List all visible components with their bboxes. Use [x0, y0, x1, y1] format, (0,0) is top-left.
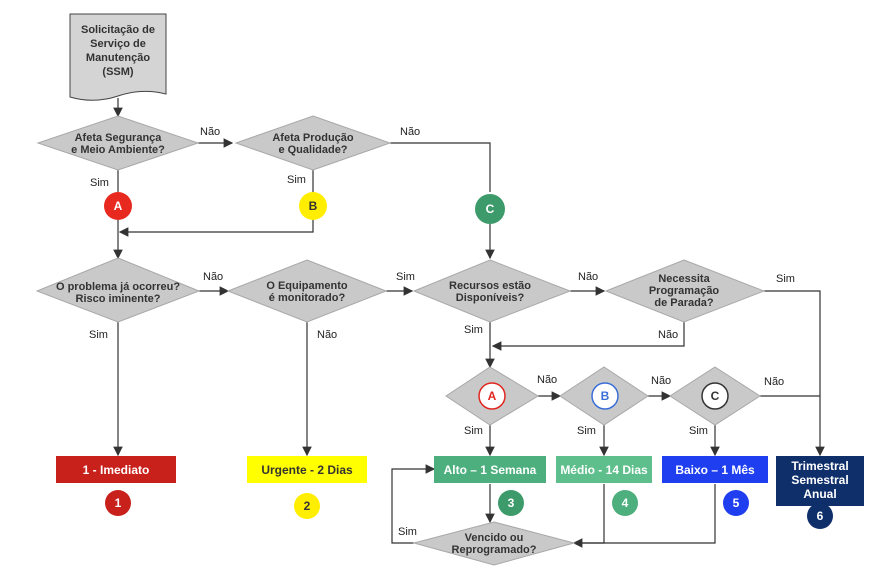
- sub-decision-b-label: B: [601, 389, 610, 403]
- priority-baixo-label: Baixo – 1 Mês: [675, 463, 755, 477]
- priority-urgente-number: 2: [304, 499, 311, 513]
- priority-alto-number: 3: [508, 496, 515, 510]
- priority-trimestral-number: 6: [817, 509, 824, 523]
- decision-equipment-line-2: é monitorado?: [269, 292, 346, 304]
- document-line-3: Manutenção: [86, 52, 150, 64]
- edge-label-yes-8: Sim: [577, 425, 596, 437]
- decision-shutdown: Necessita Programação de Parada?: [604, 259, 766, 323]
- priority-medio: Médio - 14 Dias 4: [556, 456, 652, 516]
- decision-shutdown-line-3: de Parada?: [654, 297, 714, 309]
- connectors: [113, 98, 825, 548]
- edge-label-no-4: Não: [578, 271, 598, 283]
- priority-alto-label: Alto – 1 Semana: [444, 463, 537, 477]
- decision-safety-line-1: Afeta Segurança: [75, 132, 163, 144]
- decision-resources-line-2: Disponíveis?: [456, 292, 525, 304]
- priority-medio-label: Médio - 14 Dias: [560, 463, 648, 477]
- decision-production-line-2: e Qualidade?: [278, 144, 347, 156]
- decision-overdue-line-2: Reprogramado?: [452, 544, 537, 556]
- priority-imediato: 1 - Imediato 1: [56, 456, 176, 516]
- decision-resources-line-1: Recursos estão: [449, 280, 531, 292]
- decision-problem-line-1: O problema já ocorreu?: [56, 281, 180, 293]
- priority-alto: Alto – 1 Semana 3: [434, 456, 546, 516]
- circle-b-label: B: [309, 199, 318, 213]
- edge-label-yes-5: Sim: [89, 329, 108, 341]
- decision-problem-line-2: Risco iminente?: [76, 293, 161, 305]
- sub-decision-a-label: A: [488, 389, 497, 403]
- priority-medio-number: 4: [622, 496, 629, 510]
- edge-label-yes-9: Sim: [689, 425, 708, 437]
- circle-c: C: [475, 194, 505, 224]
- circle-b: B: [299, 192, 327, 220]
- edge-label-no-3: Não: [203, 271, 223, 283]
- priority-imediato-number: 1: [115, 496, 122, 510]
- sub-decision-c: C: [669, 366, 761, 426]
- decision-overdue-line-1: Vencido ou: [465, 532, 524, 544]
- decision-overdue: Vencido ou Reprogramado?: [412, 521, 576, 566]
- priority-baixo: Baixo – 1 Mês 5: [662, 456, 768, 516]
- sub-decision-a: A: [445, 366, 539, 426]
- priority-urgente: Urgente - 2 Dias 2: [247, 456, 367, 519]
- decision-safety-line-2: e Meio Ambiente?: [71, 144, 165, 156]
- edge-label-no-2: Não: [400, 126, 420, 138]
- edge-label-yes-2: Sim: [287, 174, 306, 186]
- edge-label-yes-loop: Sim: [398, 526, 417, 538]
- sub-decision-c-label: C: [711, 389, 720, 403]
- decision-safety: Afeta Segurança e Meio Ambiente?: [36, 115, 200, 171]
- edge-label-no-5: Não: [658, 329, 678, 341]
- edge-label-no-8: Não: [651, 375, 671, 387]
- decision-production: Afeta Produção e Qualidade?: [234, 115, 392, 171]
- edge-labels: Não Não Sim Sim Não Sim Não Sim Não Sim …: [89, 126, 795, 538]
- edge-label-no-1: Não: [200, 126, 220, 138]
- decision-shutdown-line-1: Necessita: [658, 273, 710, 285]
- circle-a-label: A: [114, 199, 123, 213]
- circle-a: A: [104, 192, 132, 220]
- decision-equipment-monitored: O Equipamento é monitorado?: [226, 259, 388, 323]
- priority-trimestral-line-2: Semestral: [791, 473, 848, 487]
- document-line-1: Solicitação de: [81, 24, 155, 36]
- priority-trimestral-line-1: Trimestral: [791, 459, 848, 473]
- sub-decision-b: B: [559, 366, 649, 426]
- priority-urgente-label: Urgente - 2 Dias: [261, 463, 353, 477]
- decision-resources: Recursos estão Disponíveis?: [412, 259, 572, 323]
- priority-imediato-label: 1 - Imediato: [83, 463, 150, 477]
- edge-label-no-9: Não: [764, 376, 784, 388]
- document-ssm: Solicitação de Serviço de Manutenção (SS…: [69, 13, 167, 101]
- edge-label-yes-3: Sim: [396, 271, 415, 283]
- document-line-2: Serviço de: [90, 38, 146, 50]
- edge-label-no-7: Não: [537, 374, 557, 386]
- edge-label-yes-4: Sim: [776, 273, 795, 285]
- edge-label-yes-7: Sim: [464, 425, 483, 437]
- document-line-4: (SSM): [102, 66, 134, 78]
- decision-shutdown-line-2: Programação: [649, 285, 720, 297]
- edge-label-no-6: Não: [317, 329, 337, 341]
- priority-trimestral: Trimestral Semestral Anual 6: [776, 456, 864, 529]
- priority-baixo-number: 5: [733, 496, 740, 510]
- priority-trimestral-line-3: Anual: [803, 487, 836, 501]
- decision-production-line-1: Afeta Produção: [272, 132, 354, 144]
- decision-equipment-line-1: O Equipamento: [266, 280, 348, 292]
- edge-label-yes-6: Sim: [464, 324, 483, 336]
- edge-label-yes-1: Sim: [90, 177, 109, 189]
- decision-problem-occurred: O problema já ocorreu? Risco iminente?: [35, 257, 201, 323]
- circle-c-label: C: [486, 202, 495, 216]
